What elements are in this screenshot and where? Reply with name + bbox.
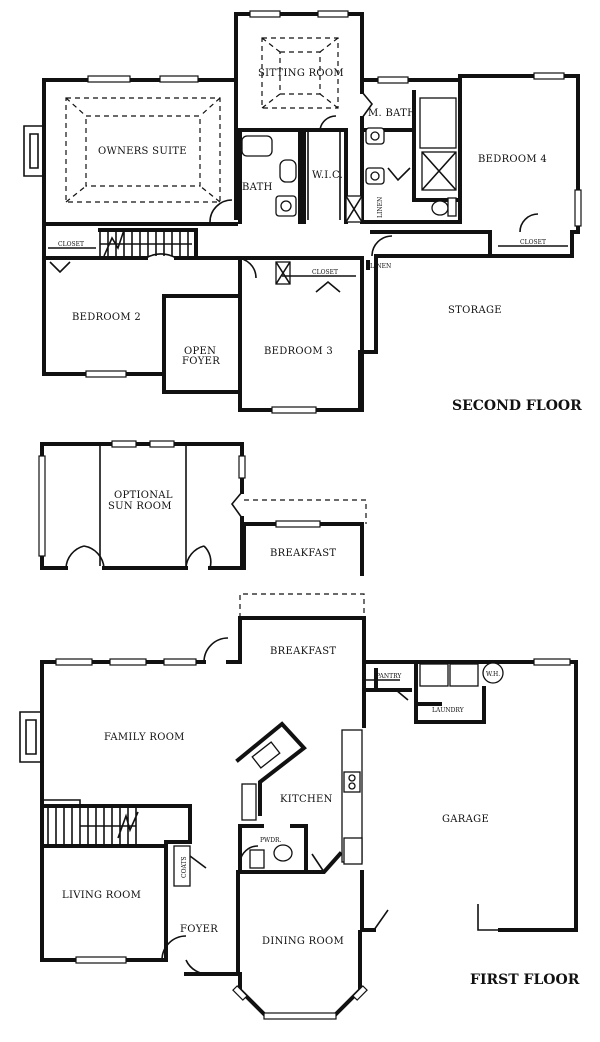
first-floor-interior-walls: [40, 660, 486, 976]
room-label-optional: OPTIONAL: [114, 490, 173, 501]
room-label-sun-room: SUN ROOM: [108, 501, 172, 512]
sitting-tray-ceiling: [261, 37, 339, 109]
room-label-closet-mid: CLOSET: [312, 269, 338, 276]
room-label-coats: COATS: [181, 856, 188, 878]
room-label-breakfast-option: BREAKFAST: [270, 548, 336, 559]
room-label-sitting-room: SITTING ROOM: [258, 68, 344, 79]
second-floor: SITTING ROOM OWNERS SUITE M. BATH BEDROO…: [23, 10, 582, 414]
room-label-breakfast: BREAKFAST: [270, 646, 336, 657]
sun-room-dividers: [99, 446, 187, 566]
room-label-linen-left: LINEN: [377, 197, 384, 218]
family-fireplace: [19, 711, 42, 763]
first-floor-windows: [55, 658, 571, 1020]
room-label-owners-suite: OWNERS SUITE: [98, 146, 187, 157]
owners-fireplace: [23, 125, 44, 177]
hall-walls: [42, 228, 492, 270]
powder-fixtures: [249, 844, 293, 869]
kitchen-island: [235, 721, 307, 816]
room-label-foyer: FOYER: [180, 924, 218, 935]
second-floor-windows: [85, 10, 582, 414]
room-label-kitchen: KITCHEN: [280, 794, 333, 805]
second-floor-title: SECOND FLOOR: [452, 398, 582, 414]
second-floor-doors: [49, 91, 539, 293]
room-label-linen-right: LINEN: [370, 263, 391, 270]
room-label-bath: BATH: [242, 182, 273, 193]
coats-closet: [173, 845, 191, 887]
closet-rods: [48, 132, 568, 277]
kitchen-sink: [251, 741, 281, 769]
room-label-open-foyer-1: OPEN: [184, 346, 216, 357]
owners-suite-wall: [42, 78, 364, 226]
laundry-fixtures: [364, 662, 504, 701]
first-floor-stairs: [44, 799, 139, 846]
room-label-storage: STORAGE: [448, 305, 502, 316]
room-label-closet-right: CLOSET: [520, 239, 546, 246]
kitchen-counters: [241, 729, 363, 865]
sun-room-doors: [65, 491, 243, 569]
room-label-pantry: PANTRY: [376, 673, 402, 680]
breakfast-bay-dashed: [239, 593, 365, 618]
room-label-bedroom-3: BEDROOM 3: [264, 346, 333, 357]
room-label-bedroom-2: BEDROOM 2: [72, 312, 141, 323]
first-floor: BREAKFAST PANTRY W.H. LAUNDRY FAMILY ROO…: [19, 593, 580, 1020]
sun-room-windows: [38, 440, 246, 557]
breakfast-bump-out: [244, 499, 367, 524]
bath-walls: [238, 128, 348, 224]
bath-fixtures: [241, 97, 457, 285]
room-label-pwdr: PWDR.: [260, 837, 282, 844]
owners-tray-ceiling: [65, 97, 221, 203]
room-label-open-foyer-2: FOYER: [182, 356, 220, 367]
optional-sun-room: OPTIONAL SUN ROOM BREAKFAST: [38, 440, 367, 576]
room-label-dining-room: DINING ROOM: [262, 936, 344, 947]
room-label-wic: W.I.C.: [312, 170, 343, 181]
first-floor-doors: [161, 637, 500, 975]
room-label-family-room: FAMILY ROOM: [104, 732, 185, 743]
m-bath-walls: [360, 78, 462, 224]
room-label-living-room: LIVING ROOM: [62, 890, 141, 901]
room-label-garage: GARAGE: [442, 814, 489, 825]
room-label-laundry: LAUNDRY: [432, 707, 465, 714]
room-label-m-bath: M. BATH: [368, 108, 416, 119]
room-label-closet-left: CLOSET: [58, 241, 84, 248]
second-floor-outer-wall: [42, 12, 580, 412]
bedroom-walls: [42, 256, 364, 412]
room-label-bedroom-4: BEDROOM 4: [478, 154, 547, 165]
second-floor-stairs: [99, 229, 192, 257]
room-label-wh: W.H.: [486, 671, 500, 678]
first-floor-title: FIRST FLOOR: [470, 972, 580, 988]
